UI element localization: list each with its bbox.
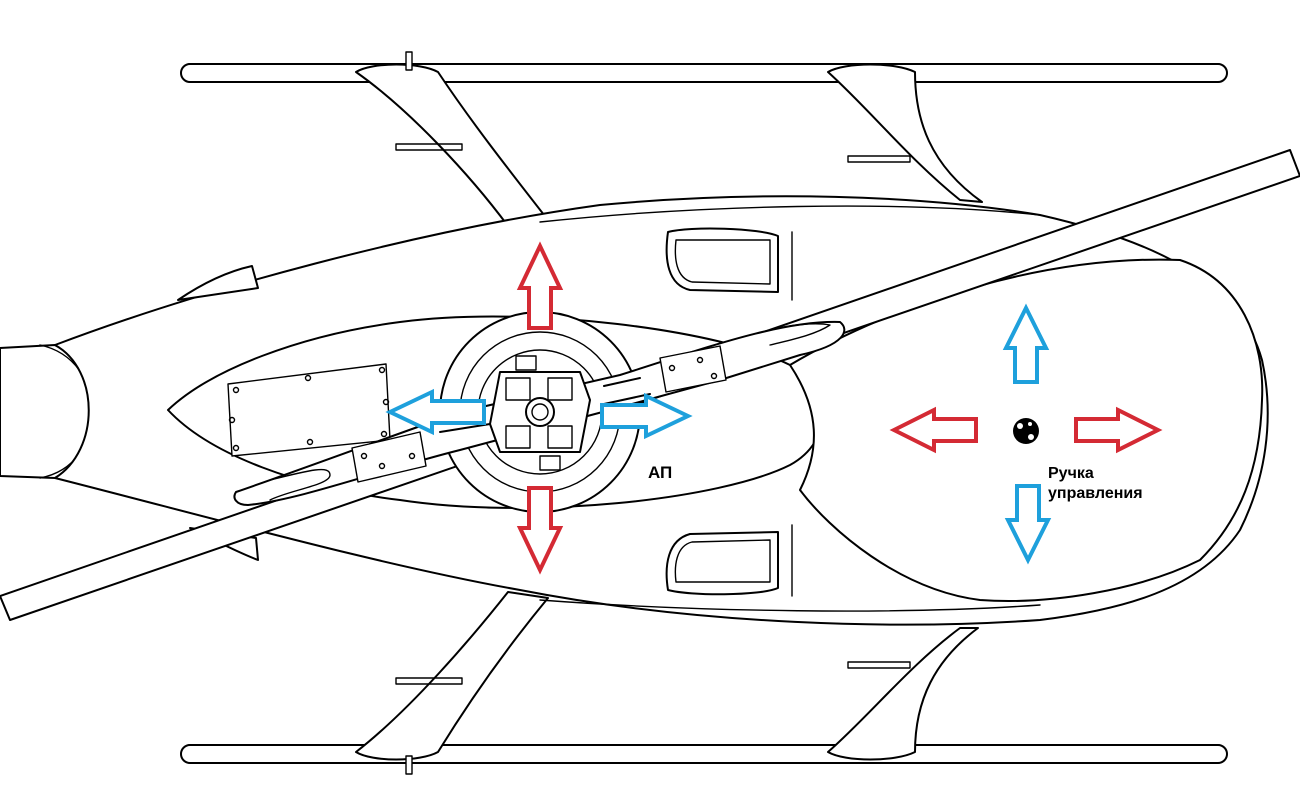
strut-top-left	[355, 63, 549, 227]
arrow-down-blue	[1004, 484, 1052, 565]
autopilot-label: АП	[648, 463, 672, 482]
arrow-left-red	[889, 406, 978, 454]
hub-arrows-red	[516, 241, 564, 575]
top-skid	[180, 63, 1228, 83]
strut-top-right	[827, 63, 983, 203]
arrow-right-blue	[600, 392, 693, 440]
arrow-left-blue	[385, 388, 486, 436]
bottom-skid	[180, 744, 1228, 764]
strut-bottom-left	[355, 591, 549, 761]
strut-bottom-right	[827, 627, 979, 761]
control-stick-icon	[1013, 418, 1039, 444]
arrow-up-blue	[1002, 303, 1050, 384]
arrow-up-red	[516, 241, 564, 330]
stick-arrows	[889, 303, 1163, 565]
stick-label-line2: управления	[1048, 485, 1143, 502]
arrow-right-red	[1074, 406, 1163, 454]
skids	[180, 51, 1228, 775]
arrow-down-red	[516, 486, 564, 575]
rotor-hub-icon	[233, 311, 846, 513]
stick-label-line1: Ручка	[1048, 465, 1094, 482]
hub-arrows-blue	[385, 388, 693, 440]
